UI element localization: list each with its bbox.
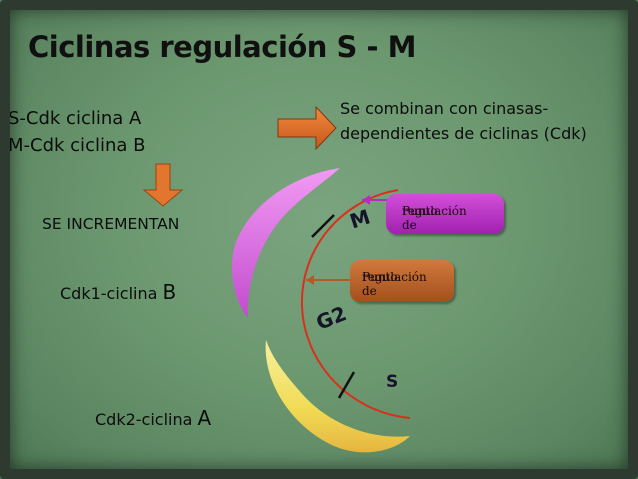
arrow-down-icon: [142, 163, 184, 207]
cdk1-cyclin-label: Cdk1-ciclina B: [60, 280, 176, 304]
arrow-right-icon: [277, 105, 337, 151]
s-phase-crescent: [265, 340, 410, 453]
cdk2-letter: A: [197, 406, 212, 430]
m-checkpoint-connector: [362, 195, 390, 205]
slide-title: Ciclinas regulación S - M: [28, 30, 417, 64]
g2-checkpoint-line1: Punto de: [362, 270, 398, 298]
cdk-combine-text: Se combinan con cinasas-dependientes de …: [340, 99, 587, 143]
cell-cycle-line: [300, 189, 411, 419]
m-checkpoint-line2: regulación: [402, 204, 467, 218]
phase-s-label: S: [386, 372, 399, 392]
m-cdk-label: M-Cdk ciclina B: [8, 135, 146, 156]
g2-checkpoint-connector: [306, 275, 350, 285]
increment-label: SE INCREMENTAN: [42, 215, 180, 233]
cdk2-prefix: Cdk2-ciclina: [95, 410, 198, 429]
cdk1-prefix: Cdk1-ciclina: [60, 284, 163, 303]
m-phase-crescent: [232, 168, 340, 318]
s-cdk-label: S-Cdk ciclina A: [8, 108, 142, 129]
cdk1-letter: B: [162, 280, 177, 304]
cdk2-cyclin-label: Cdk2-ciclina A: [95, 406, 211, 430]
m-boundary-tick: [311, 214, 335, 238]
m-checkpoint-line1: Punto de: [402, 204, 438, 232]
s-boundary-tick: [337, 371, 356, 399]
g2-checkpoint-line2: regulación: [362, 270, 427, 284]
